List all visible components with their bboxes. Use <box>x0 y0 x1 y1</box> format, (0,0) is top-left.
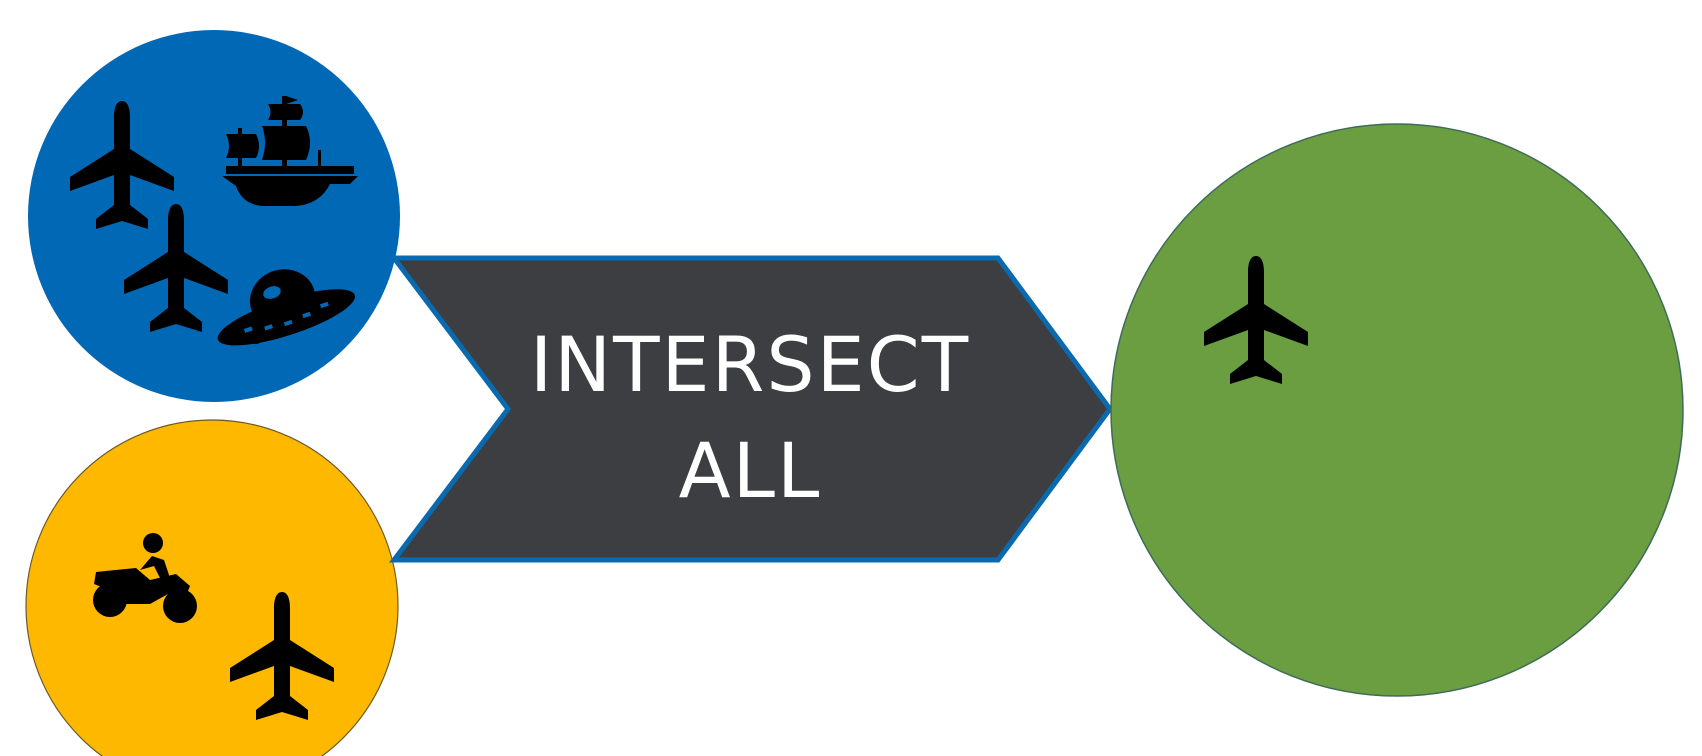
motorcycle-icon <box>93 533 197 623</box>
input-set-b-circle <box>25 419 399 756</box>
result-set-circle <box>1110 123 1684 697</box>
ufo-icon <box>217 269 356 346</box>
operation-label-line-1: INTERSECT <box>529 320 971 409</box>
operation-label: INTERSECT ALL <box>470 312 1030 524</box>
result-set <box>1110 123 1684 697</box>
input-set-b <box>25 419 399 756</box>
operation-label-line-2: ALL <box>678 426 822 515</box>
intersect-all-arrow <box>388 255 1114 563</box>
input-set-a <box>28 30 400 402</box>
input-set-a-circle <box>28 30 400 402</box>
pirate-ship-icon <box>222 96 358 206</box>
